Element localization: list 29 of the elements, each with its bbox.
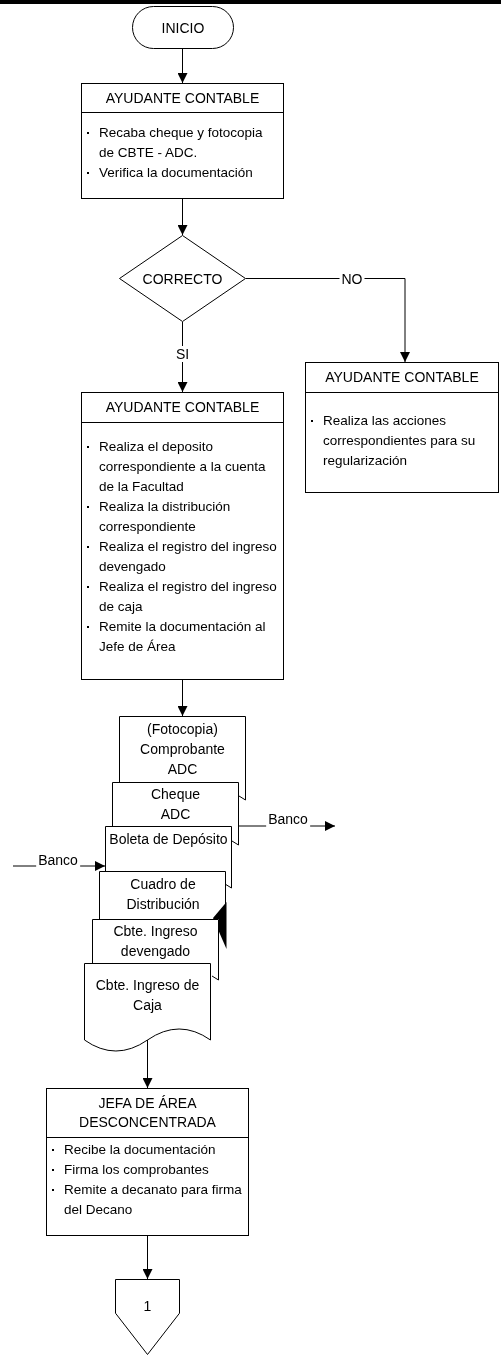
off-page-connector bbox=[115, 1279, 180, 1355]
arrow bbox=[245, 278, 410, 363]
process-box bbox=[81, 392, 284, 680]
role-title: AYUDANTE CONTABLE bbox=[105, 398, 260, 417]
decision-diamond bbox=[119, 235, 246, 322]
role-title: AYUDANTE CONTABLE bbox=[105, 88, 260, 108]
role-title: AYUDANTE CONTABLE bbox=[325, 368, 479, 387]
document-title: Cheque ADC bbox=[149, 785, 201, 824]
process-box bbox=[81, 83, 284, 199]
terminator-label: INICIO bbox=[160, 18, 206, 38]
arrow bbox=[177, 48, 188, 84]
process-box bbox=[305, 362, 499, 493]
process-box bbox=[46, 1088, 249, 1236]
arrow bbox=[142, 1235, 153, 1280]
document-title: Cuadro de Distribución bbox=[125, 875, 201, 914]
arrow bbox=[142, 1039, 153, 1089]
edge-label: Banco bbox=[36, 852, 80, 868]
edge-label: Banco bbox=[266, 811, 310, 827]
document-shape bbox=[84, 963, 211, 1052]
role-title: JEFA DE ÁREA DESCONCENTRADA bbox=[78, 1094, 217, 1132]
document-title: (Fotocopia) Comprobante ADC bbox=[139, 720, 226, 779]
connector-number: 1 bbox=[142, 1296, 153, 1316]
decision-label: CORRECTO bbox=[141, 269, 224, 289]
document-title: Cbte. Ingreso devengado bbox=[112, 922, 199, 961]
arrow bbox=[177, 679, 188, 717]
terminator-shape bbox=[132, 6, 234, 49]
document-title: Boleta de Depósito bbox=[109, 830, 228, 849]
arrow bbox=[177, 198, 188, 236]
document-title: Cbte. Ingreso de Caja bbox=[94, 976, 201, 1015]
